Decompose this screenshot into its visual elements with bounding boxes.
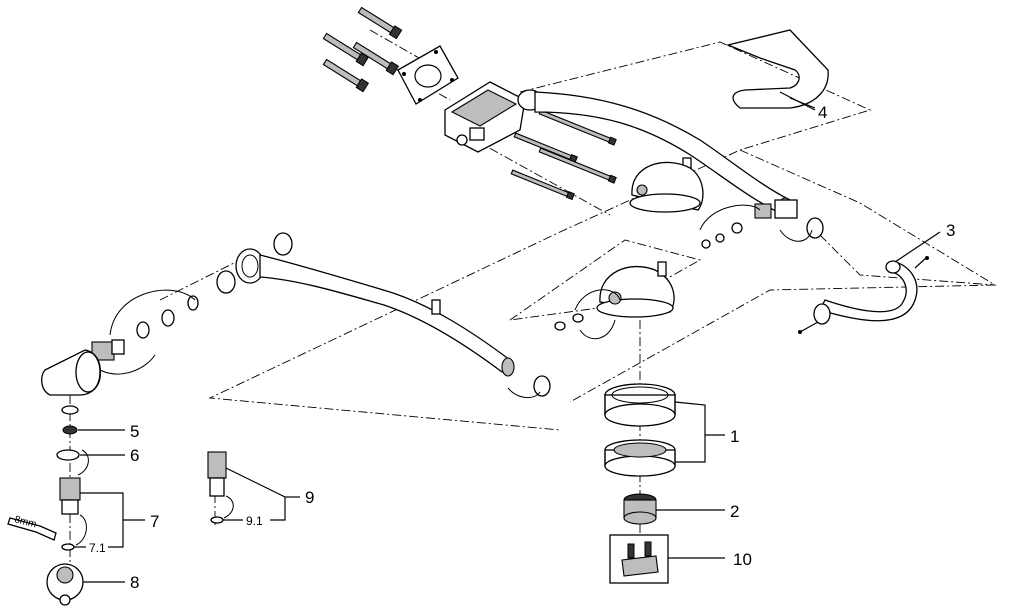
label-part-7-1: 7.1 [89, 541, 106, 555]
wall-mounting-plate [397, 45, 459, 105]
label-part-6: 6 [130, 446, 139, 465]
label-part-3: 3 [946, 221, 955, 240]
part-2-insert [623, 493, 657, 525]
part-1-spray-rings [604, 383, 676, 477]
part-4-holder-clip [725, 29, 829, 109]
bracket-screws [510, 109, 617, 201]
label-part-7: 7 [150, 512, 159, 531]
label-part-9: 9 [305, 488, 314, 507]
label-part-9-1: 9.1 [246, 514, 263, 528]
end-cap-knob [41, 349, 102, 396]
label-part-8: 8 [130, 573, 139, 592]
part-9-connector [207, 451, 234, 524]
lower-shower-arm [216, 232, 551, 398]
assembly-guide-lines [69, 29, 997, 600]
small-parts-column [7, 405, 89, 606]
leader-lines [74, 91, 941, 583]
wall-bracket-body [444, 81, 543, 153]
wall-mount-screws [322, 6, 403, 93]
part-labels: 4 3 1 2 10 5 6 7 7.1 8 9 9.1 8mm [13, 103, 955, 592]
lower-shower-head [554, 261, 675, 340]
label-part-5: 5 [130, 422, 139, 441]
upper-joint-orings [699, 199, 824, 249]
upper-shower-head [629, 161, 704, 213]
label-wrench-size: 8mm [13, 514, 37, 530]
label-part-10: 10 [733, 550, 752, 569]
part-10-tool [609, 534, 669, 584]
label-part-2: 2 [730, 502, 739, 521]
label-part-4: 4 [818, 103, 827, 122]
label-part-1: 1 [730, 427, 739, 446]
part-3-curved-arm [798, 256, 929, 334]
lower-joint-orings [91, 289, 199, 375]
